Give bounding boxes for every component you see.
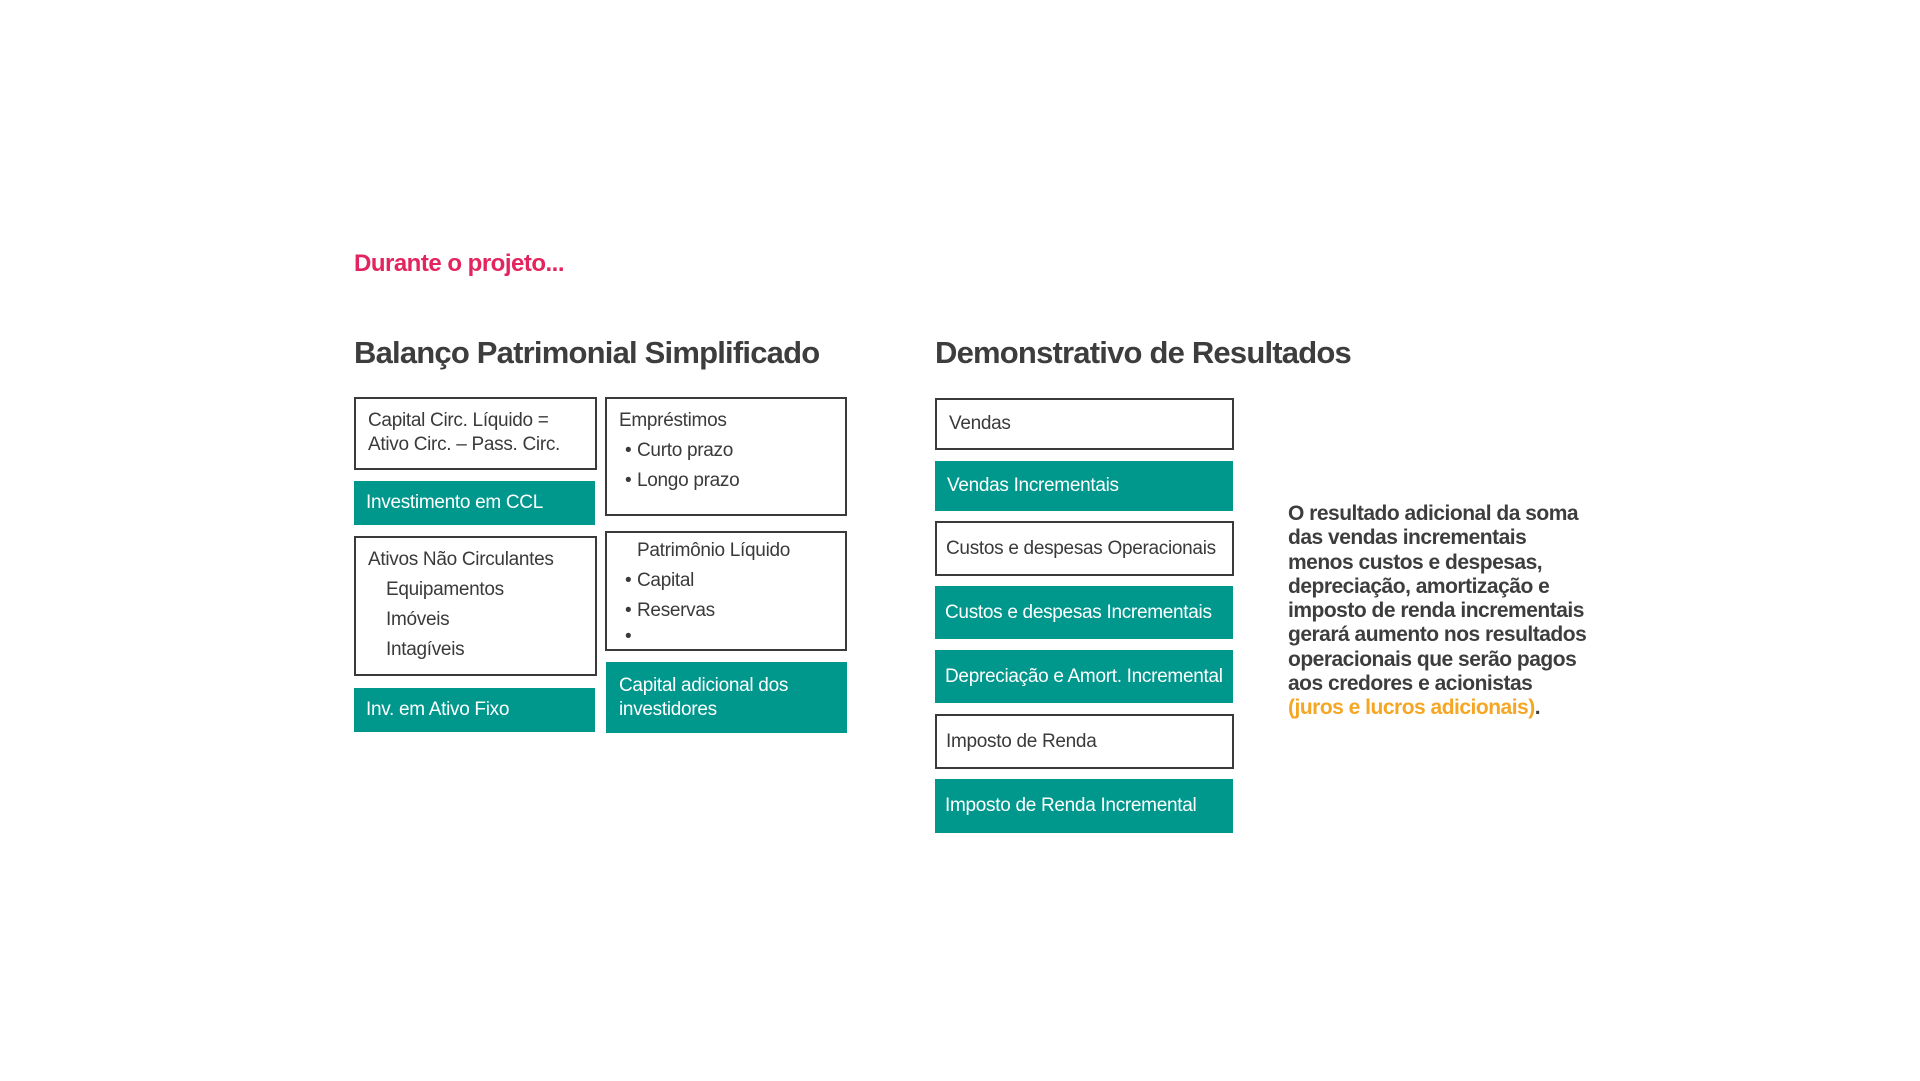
income-row-label: Imposto de Renda xyxy=(946,730,1097,752)
income-statement-title: Demonstrativo de Resultados xyxy=(935,335,1352,370)
additional-capital-line-2: investidores xyxy=(619,698,717,720)
loans-box: Empréstimos Curto prazo Longo prazo xyxy=(605,397,847,516)
paragraph-highlight: (juros e lucros adicionais) xyxy=(1288,696,1535,720)
loans-title: Empréstimos xyxy=(619,410,727,431)
non-current-assets-box: Ativos Não Circulantes Equipamentos Imóv… xyxy=(354,536,597,676)
paragraph-line: O resultado adicional da soma xyxy=(1288,502,1579,525)
balance-sheet-title: Balanço Patrimonial Simplificado xyxy=(354,335,820,370)
paragraph-line: depreciação, amortização e xyxy=(1288,574,1550,598)
equity-box: Patrimônio Líquido Capital Reservas xyxy=(605,531,847,651)
equity-title: Patrimônio Líquido xyxy=(637,540,791,561)
equity-item: Capital xyxy=(619,569,833,593)
paragraph-last-line: (juros e lucros adicionais). xyxy=(1288,696,1608,720)
ccl-line-1: Capital Circ. Líquido = xyxy=(368,410,549,431)
paragraph-line: gerará aumento nos resultados xyxy=(1288,623,1587,647)
additional-capital-line-1: Capital adicional dos xyxy=(619,674,789,696)
fixed-investment-box: Inv. em Ativo Fixo xyxy=(354,688,595,732)
income-row-incremental-tax: Imposto de Renda Incremental xyxy=(935,779,1233,833)
paragraph-line: imposto de renda incrementais xyxy=(1288,599,1584,623)
income-row-label: Depreciação e Amort. Incremental xyxy=(945,665,1223,687)
explanation-paragraph: O resultado adicional da soma das vendas… xyxy=(1288,502,1608,721)
subtitle: Durante o projeto... xyxy=(354,250,565,277)
income-row-label: Imposto de Renda Incremental xyxy=(945,795,1197,816)
non-current-item: Imóveis xyxy=(386,609,450,630)
income-row-incremental-costs: Custos e despesas Incrementais xyxy=(935,586,1233,639)
income-row-sales: Vendas xyxy=(935,398,1234,450)
equity-item: Reservas xyxy=(619,599,833,623)
non-current-title: Ativos Não Circulantes xyxy=(368,549,554,570)
income-row-label: Custos e despesas Incrementais xyxy=(945,601,1212,623)
income-row-incremental-sales: Vendas Incrementais xyxy=(935,461,1233,511)
paragraph-line: operacionais que serão pagos xyxy=(1288,647,1577,671)
income-row-incremental-depreciation: Depreciação e Amort. Incremental xyxy=(935,650,1233,703)
ccl-investment-box: Investimento em CCL xyxy=(354,481,595,525)
paragraph-end: . xyxy=(1534,696,1541,720)
ccl-line-2: Ativo Circ. – Pass. Circ. xyxy=(368,434,561,455)
equity-item xyxy=(619,629,833,645)
income-row-label: Custos e despesas Operacionais xyxy=(946,537,1216,559)
additional-capital-box: Capital adicional dos investidores xyxy=(606,662,847,733)
non-current-item: Equipamentos xyxy=(386,579,504,600)
paragraph-line: aos credores e acionistas xyxy=(1288,672,1533,696)
income-row-label: Vendas Incrementais xyxy=(947,475,1119,496)
fixed-investment-label: Inv. em Ativo Fixo xyxy=(366,699,510,720)
income-row-operating-costs: Custos e despesas Operacionais xyxy=(935,521,1234,576)
income-row-label: Vendas xyxy=(949,413,1011,434)
loans-item: Longo prazo xyxy=(619,469,833,493)
income-row-income-tax: Imposto de Renda xyxy=(935,714,1234,769)
paragraph-line: das vendas incrementais xyxy=(1288,526,1527,550)
non-current-item: Intagíveis xyxy=(386,639,465,660)
paragraph-line: menos custos e despesas, xyxy=(1288,550,1543,574)
ccl-box: Capital Circ. Líquido = Ativo Circ. – Pa… xyxy=(354,397,597,470)
ccl-investment-label: Investimento em CCL xyxy=(366,492,543,513)
loans-item: Curto prazo xyxy=(619,439,833,463)
